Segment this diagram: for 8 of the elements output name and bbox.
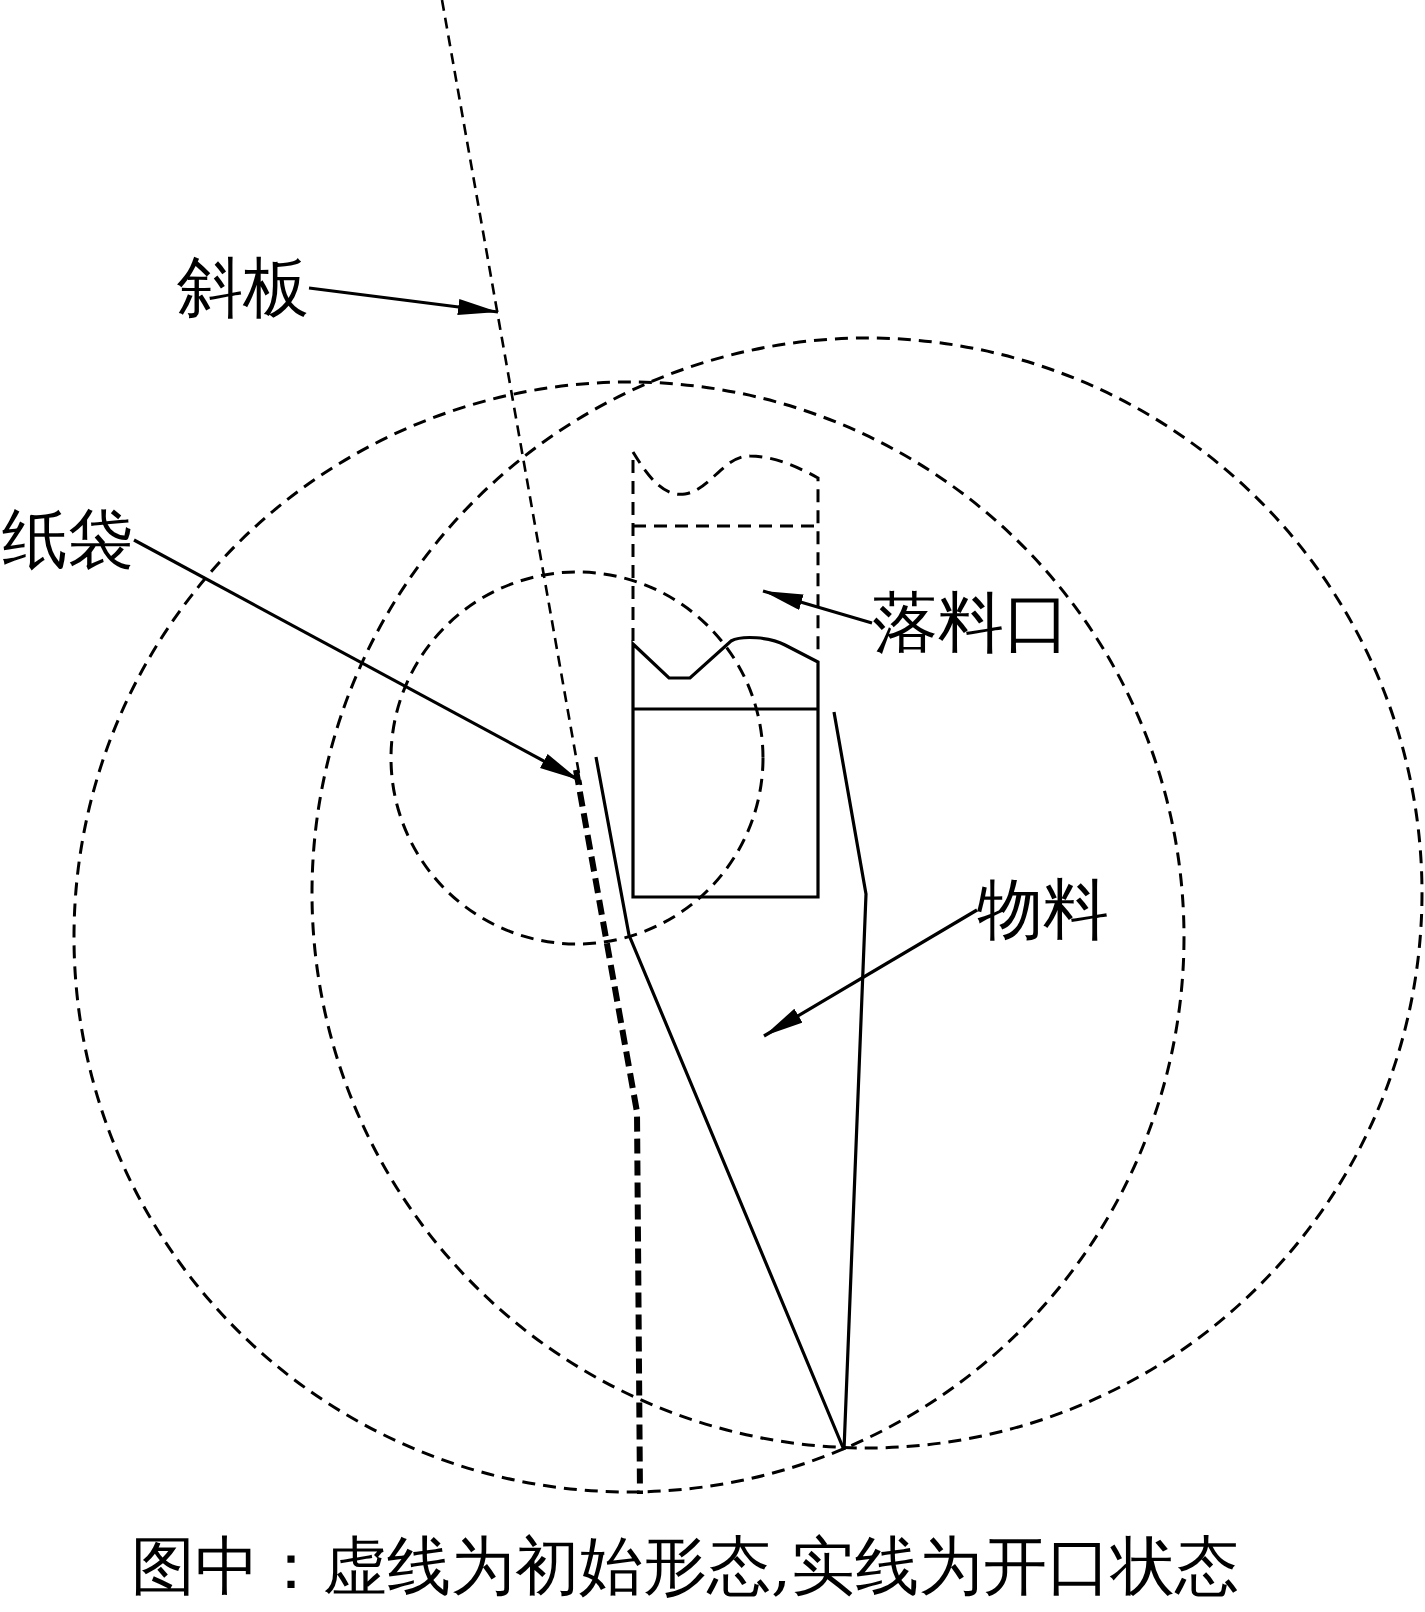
- leader-arrow: [308, 286, 499, 315]
- caption: 图中：虚线为初始形态,实线为开口状态: [131, 1534, 1240, 1598]
- part-label: 斜板: [177, 255, 309, 321]
- part-label: 落料口: [872, 590, 1070, 656]
- part-label: 纸袋: [2, 507, 134, 573]
- leader-arrow: [762, 589, 873, 625]
- leader-arrow: [763, 908, 978, 1038]
- part-label: 物料: [977, 877, 1109, 943]
